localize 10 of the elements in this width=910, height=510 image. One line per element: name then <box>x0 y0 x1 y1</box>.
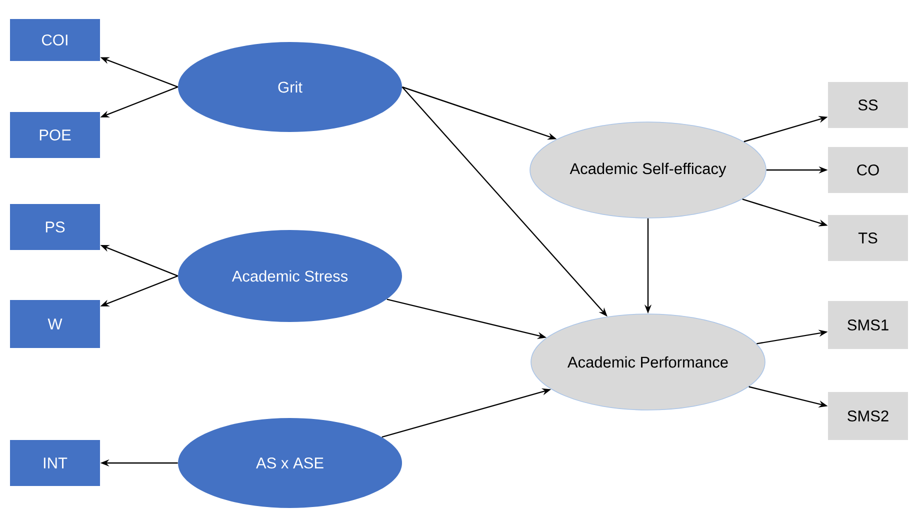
indicator-box: PS <box>10 204 100 250</box>
indicator-box: POE <box>10 112 100 158</box>
indicator-box: SMS1 <box>828 301 908 349</box>
indicator-box: SMS2 <box>828 392 908 440</box>
indicator-box: COI <box>10 19 100 61</box>
indicator-box: SS <box>828 82 908 128</box>
indicator-box: INT <box>10 440 100 486</box>
indicator-box: W <box>10 300 100 348</box>
indicator-box: CO <box>828 147 908 193</box>
indicator-box: TS <box>828 215 908 261</box>
